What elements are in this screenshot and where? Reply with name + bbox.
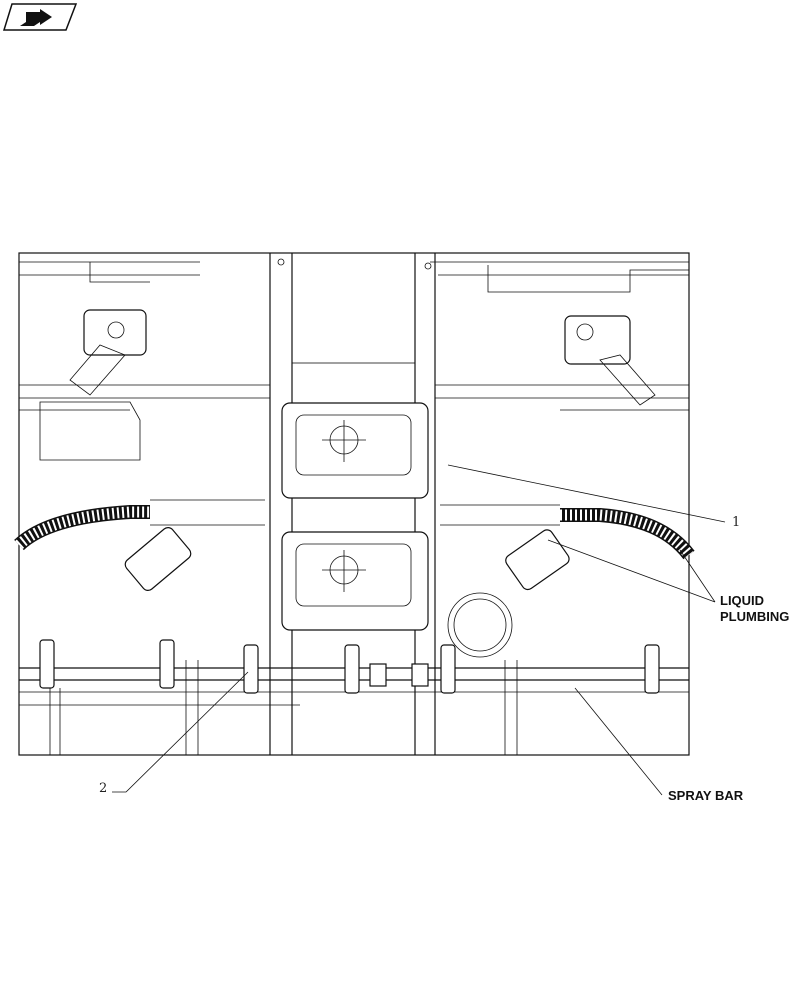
lower-tank bbox=[281, 531, 429, 631]
liquid-plumbing-label-line2: PLUMBING bbox=[720, 609, 789, 624]
callout-1: 1 bbox=[447, 464, 740, 530]
right-mount bbox=[564, 315, 631, 365]
sprayer-illustration bbox=[14, 252, 695, 756]
left-mount bbox=[83, 309, 147, 356]
left-pump bbox=[124, 527, 192, 591]
callout-liquid-plumbing: LIQUID PLUMBING bbox=[547, 539, 789, 624]
upper-tank bbox=[281, 402, 429, 499]
center-rails bbox=[269, 253, 436, 755]
spray-bar-label: SPRAY BAR bbox=[668, 788, 744, 803]
callout-2: 2 bbox=[99, 671, 249, 796]
callout-2-label: 2 bbox=[99, 781, 107, 796]
callout-spray-bar: SPRAY BAR bbox=[574, 687, 744, 803]
right-pump bbox=[505, 529, 570, 591]
navigation-arrow-icon[interactable] bbox=[2, 3, 78, 31]
liquid-plumbing-label-line1: LIQUID bbox=[720, 593, 764, 608]
callout-1-label: 1 bbox=[732, 515, 740, 530]
